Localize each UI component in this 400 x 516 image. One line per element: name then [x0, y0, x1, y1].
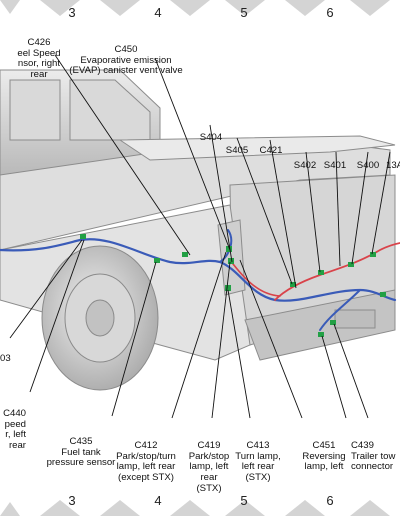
callout-desc: Fuel tank pressure sensor: [46, 446, 116, 469]
callout-desc: eel Speed nsor, right rear: [17, 47, 61, 80]
callout-desc: peed r, left rear: [4, 418, 26, 451]
leader-lines: [9, 54, 391, 419]
callout-code: S401: [323, 160, 347, 172]
callout-code: C421: [259, 145, 283, 157]
callout-s405: S405: [222, 125, 252, 167]
callout-code: C413: [246, 440, 270, 452]
column-number: 6: [326, 493, 334, 508]
callout-s404: S404: [196, 112, 226, 154]
callout-code: C450: [114, 44, 138, 56]
callout-code: C426: [27, 37, 51, 49]
callout-c421: C421: [256, 125, 286, 167]
column-number: 6: [326, 5, 334, 20]
callout-c403: 03: [0, 333, 30, 375]
callout-code: S400: [356, 160, 380, 172]
callout-code: 13A: [386, 160, 400, 172]
callout-code: C412: [134, 440, 158, 452]
column-number: 3: [68, 5, 76, 20]
column-number: 5: [240, 493, 248, 508]
callout-desc: Park/stop/turn lamp, left rear (except S…: [116, 450, 176, 483]
callout-code: C419: [197, 440, 221, 452]
callout-code: C440: [3, 408, 26, 420]
callout-s400: S400: [353, 140, 383, 182]
callout-code: S404: [199, 132, 223, 144]
callout-code: C451: [312, 440, 336, 452]
callout-s401: S401: [320, 140, 350, 182]
rear-tire: [41, 245, 159, 391]
callout-13a: 13A: [386, 140, 400, 182]
callout-desc: Trailer tow connector: [351, 450, 396, 473]
callout-desc: Turn lamp, left rear (STX): [235, 450, 281, 483]
callout-code: C435: [69, 436, 93, 448]
column-number: 5: [240, 5, 248, 20]
frame-border-top: [0, 0, 390, 16]
callout-s402: S402: [290, 140, 320, 182]
column-number: 3: [68, 493, 76, 508]
column-number: 4: [154, 5, 162, 20]
callout-code: C439: [351, 440, 374, 452]
callout-code: S402: [293, 160, 317, 172]
callout-code: 03: [0, 353, 11, 365]
column-number: 4: [154, 493, 162, 508]
connectors: [80, 234, 386, 337]
callout-desc: Evaporative emission (EVAP) canister ven…: [69, 54, 183, 77]
frame-border-bottom: [0, 500, 390, 516]
callout-desc: Reversing lamp, left: [302, 450, 346, 473]
callout-desc: Park/stop lamp, left rear (STX): [188, 450, 230, 494]
callout-code: S405: [225, 145, 249, 157]
